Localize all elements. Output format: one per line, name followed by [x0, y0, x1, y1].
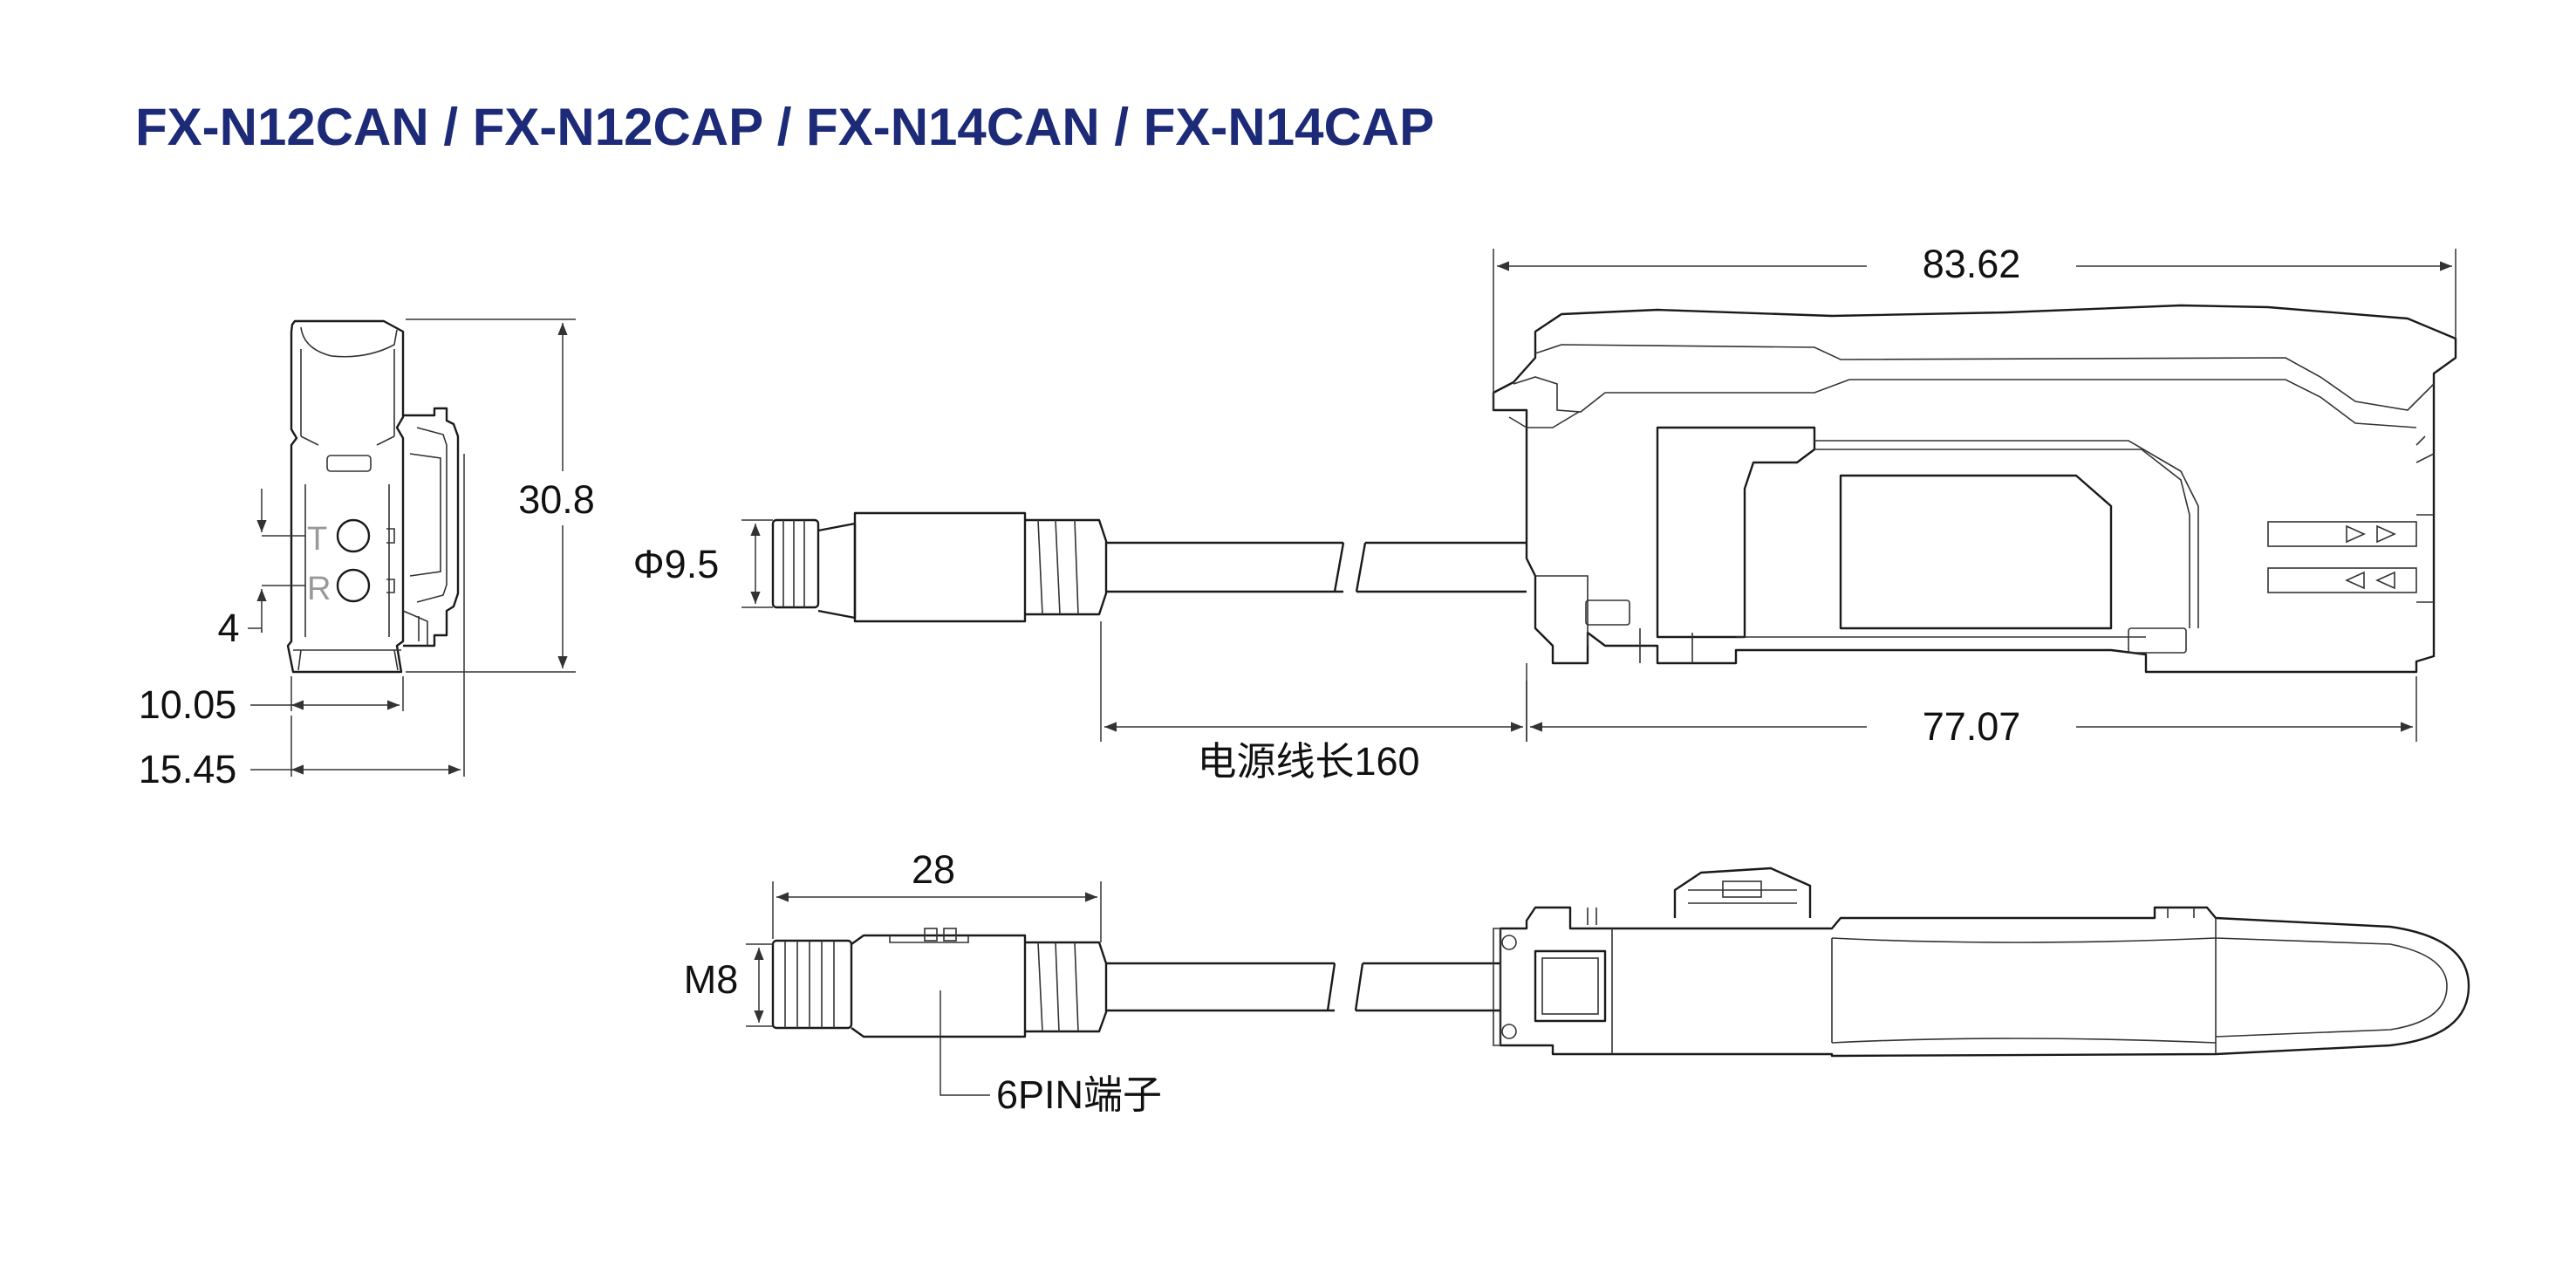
side-label-r: R [307, 571, 331, 607]
side-label-t: T [307, 521, 327, 558]
dim-body-length: 77.07 [1526, 663, 2417, 752]
side-view: T R 30.8 4 [139, 319, 595, 791]
side-view-body: T R [286, 319, 460, 674]
dim-connector-length-label: 28 [912, 847, 955, 892]
dim-pitch-label: 4 [217, 606, 239, 650]
dim-body-length-label: 77.07 [1923, 704, 2021, 749]
dim-body-width: 10.05 [139, 676, 404, 727]
top-body [1493, 867, 2470, 1058]
front-connector [771, 511, 1527, 623]
dim-overall-length: 83.62 [1493, 236, 2456, 410]
dim-overall-width-label: 15.45 [139, 747, 237, 791]
dim-thread-label: M8 [684, 957, 739, 1002]
page-title: FX-N12CAN / FX-N12CAP / FX-N14CAN / FX-N… [135, 98, 1434, 156]
front-view: 83.62 77.07 电源线长160 Φ9.5 [633, 236, 2457, 784]
dim-thread: M8 [684, 943, 773, 1027]
dim-connector-diameter-label: Φ9.5 [633, 542, 719, 586]
dim-overall-length-label: 83.62 [1923, 242, 2021, 286]
top-view: 28 M8 6PIN端子 [684, 847, 2470, 1117]
dim-connector-length: 28 [772, 847, 1102, 942]
dim-height-label: 30.8 [518, 477, 595, 522]
front-body [1492, 304, 2457, 674]
callout-connector-pins: 6PIN端子 [996, 1072, 1162, 1117]
dim-pitch: 4 [217, 489, 305, 650]
dim-body-width-label: 10.05 [139, 682, 237, 727]
dim-connector-diameter: Φ9.5 [633, 519, 773, 608]
dim-cable-length-label: 电源线长160 [1197, 739, 1419, 784]
dim-height: 30.8 [406, 319, 595, 673]
dim-overall-width: 15.45 [139, 454, 465, 791]
dim-cable-length: 电源线长160 [1100, 621, 1527, 784]
top-connector [771, 928, 1500, 1096]
